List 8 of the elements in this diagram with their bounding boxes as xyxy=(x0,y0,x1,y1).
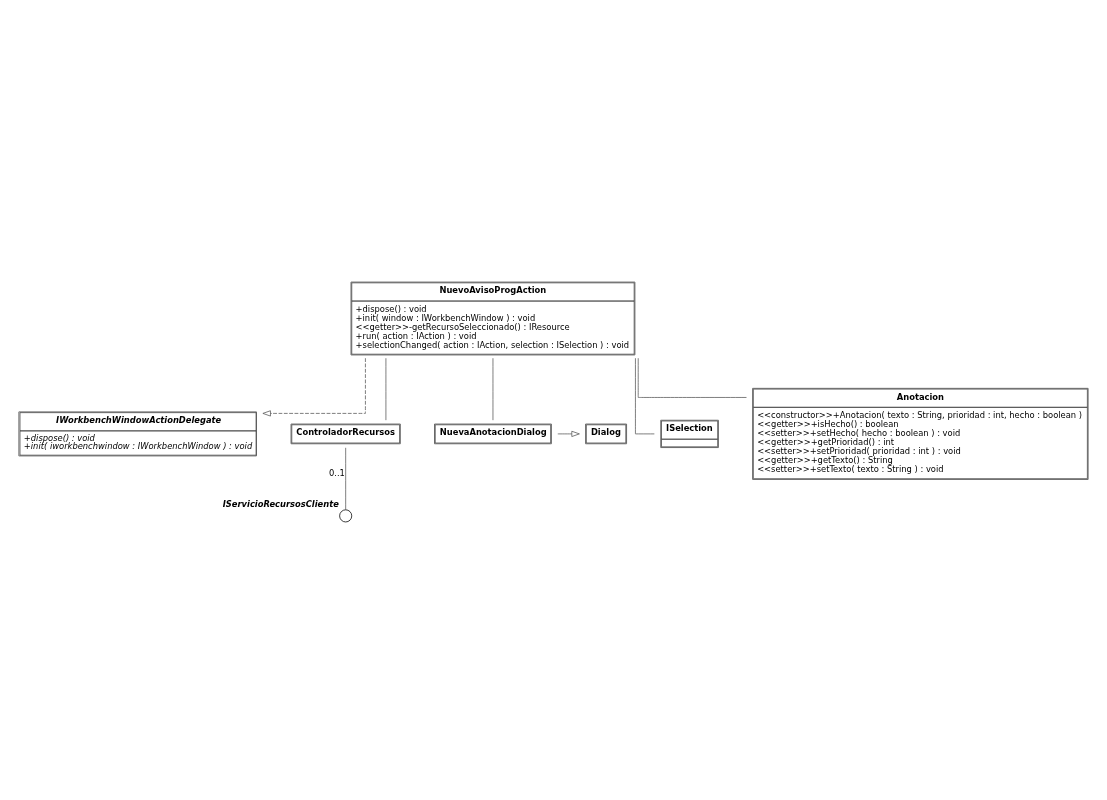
connector xyxy=(637,357,747,398)
node-circle xyxy=(339,508,353,522)
connector xyxy=(635,357,655,434)
connector xyxy=(345,446,347,510)
arrow xyxy=(557,430,580,437)
arrow xyxy=(262,357,366,416)
edge-label: 0..1 xyxy=(328,467,345,478)
node-label: IServicioRecursosCliente xyxy=(222,498,339,509)
